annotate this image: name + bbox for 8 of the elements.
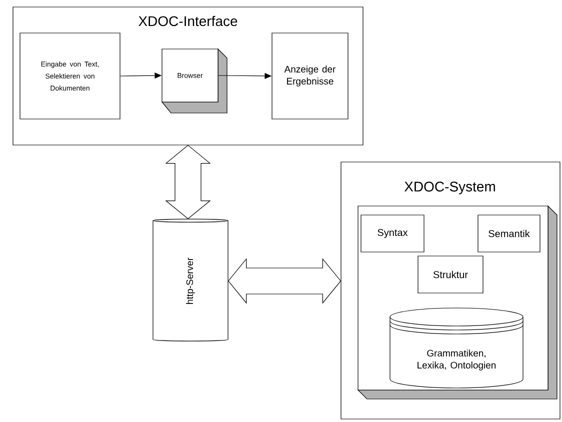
process-box: Semantik [478, 214, 540, 252]
process-box: Struktur [418, 256, 484, 294]
frame-title: XDOC-Interface [138, 16, 238, 26]
process-box: Syntax [360, 214, 424, 252]
database-cylinder: Grammatiken, Lexika, Ontologien [390, 308, 524, 388]
server-cylinder: http-Server [152, 218, 228, 342]
frame-title: XDOC-System [404, 182, 495, 194]
process-box: Anzeige der Ergebnisse [272, 32, 348, 120]
